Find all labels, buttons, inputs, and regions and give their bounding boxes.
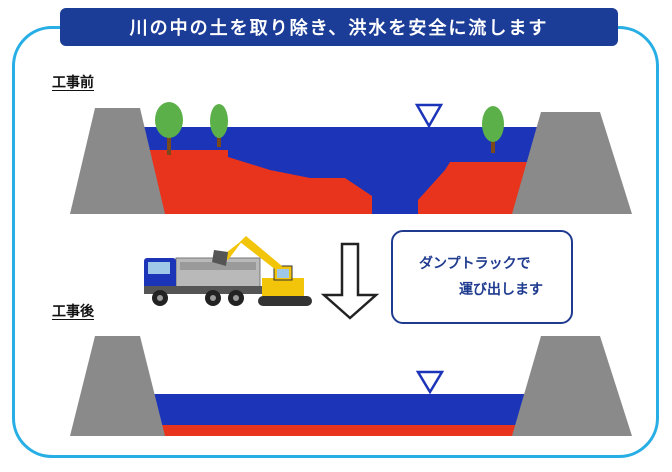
tree-icon [155, 102, 183, 155]
tree-icon [482, 106, 504, 153]
river-water-after [140, 394, 550, 425]
callout-line-2: 運び出します [459, 282, 543, 298]
callout-box: ダンプトラックで 運び出します [391, 230, 573, 324]
title-text: 川の中の土を取り除き、洪水を安全に流します [129, 18, 549, 39]
embankment-left-before [70, 108, 165, 214]
dump-truck-icon [144, 257, 262, 306]
sediment-left [140, 150, 372, 214]
tree-icon [210, 104, 228, 147]
before-cross-section [70, 102, 632, 214]
water-level-marker-icon [414, 103, 444, 129]
after-label: 工事後 [52, 304, 94, 320]
riverbed-after [140, 425, 550, 436]
water-level-marker-icon [415, 370, 445, 395]
after-cross-section [70, 336, 632, 436]
down-arrow-icon [320, 242, 380, 320]
embankment-left-after [70, 336, 165, 436]
embankment-right-before [512, 112, 632, 214]
callout-line-1: ダンプトラックで [419, 256, 531, 272]
title-banner: 川の中の土を取り除き、洪水を安全に流します [60, 8, 618, 46]
embankment-right-after [512, 336, 632, 436]
before-label: 工事前 [52, 75, 94, 91]
excavator-icon [212, 236, 312, 306]
